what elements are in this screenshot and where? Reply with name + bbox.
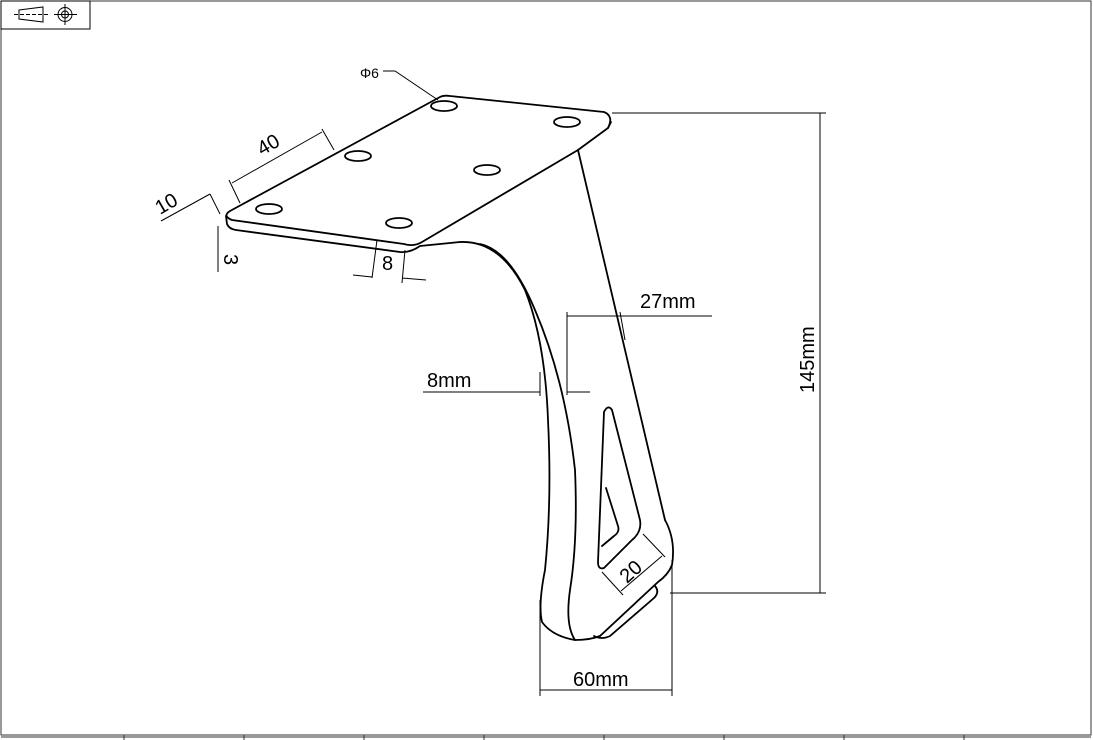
- arm-width-label: 27mm: [640, 291, 696, 313]
- total-height-label: 145mm: [797, 326, 819, 393]
- mounting-holes: [255, 100, 581, 229]
- hole-diameter-label: Φ6: [360, 65, 379, 81]
- foot-width-label: 60mm: [573, 669, 629, 691]
- dimension-lines: [160, 70, 826, 696]
- plate-thickness-label: 3: [219, 254, 241, 265]
- projection-symbol-icon: [0, 0, 91, 30]
- slot-width-label: 20: [616, 556, 647, 587]
- edge-distance-label: 8: [382, 253, 393, 275]
- dimension-labels: Φ6 40 10 3 8 145mm 27mm 8mm 20 60mm: [152, 65, 820, 691]
- bottom-ruler: [1, 735, 1091, 740]
- leg-thickness-label: 8mm: [427, 370, 471, 392]
- edge-offset-label: 10: [152, 189, 182, 219]
- mounting-plate: [225, 94, 666, 521]
